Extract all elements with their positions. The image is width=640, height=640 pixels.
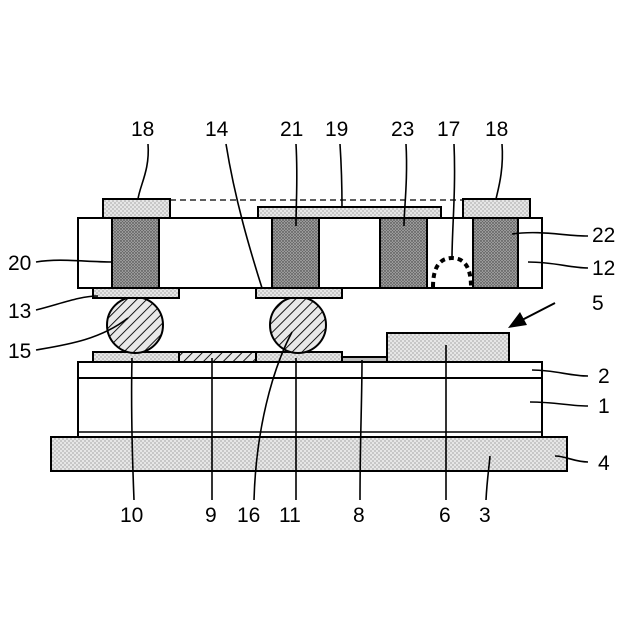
via-23 (380, 218, 427, 288)
label-3: 3 (479, 504, 491, 527)
label-13: 13 (8, 300, 31, 323)
top-layer-19 (258, 207, 441, 218)
label-1: 1 (598, 395, 610, 418)
via-21 (272, 218, 319, 288)
component-6 (387, 333, 509, 362)
label-18-right: 18 (485, 118, 508, 141)
wiring-8 (342, 357, 387, 362)
label-12: 12 (592, 257, 615, 280)
label-17: 17 (437, 118, 460, 141)
label-6: 6 (439, 504, 451, 527)
pad-14 (256, 288, 342, 298)
substrate-1 (78, 362, 542, 437)
solder-ball-15 (107, 297, 163, 353)
label-15: 15 (8, 340, 31, 363)
label-10: 10 (120, 504, 143, 527)
label-14: 14 (205, 118, 229, 141)
label-22: 22 (592, 224, 615, 247)
label-9: 9 (205, 504, 217, 527)
label-19: 19 (325, 118, 348, 141)
label-23: 23 (391, 118, 414, 141)
label-4: 4 (598, 452, 610, 475)
arrow-5-shaft (522, 303, 555, 320)
via-22 (473, 218, 518, 288)
pad-13 (93, 288, 179, 298)
via-20 (112, 218, 159, 288)
solder-ball-16 (270, 297, 326, 353)
label-5: 5 (592, 292, 604, 315)
arrow-5-head (508, 312, 527, 328)
hatched-element-9 (179, 352, 256, 362)
label-21: 21 (280, 118, 303, 141)
label-18-left: 18 (131, 118, 154, 141)
label-20: 20 (8, 252, 31, 275)
label-2: 2 (598, 365, 610, 388)
top-pad-18-left (103, 199, 170, 218)
label-8: 8 (353, 504, 365, 527)
top-pad-18-right (463, 199, 530, 218)
label-16: 16 (237, 504, 260, 527)
label-11: 11 (279, 504, 301, 527)
